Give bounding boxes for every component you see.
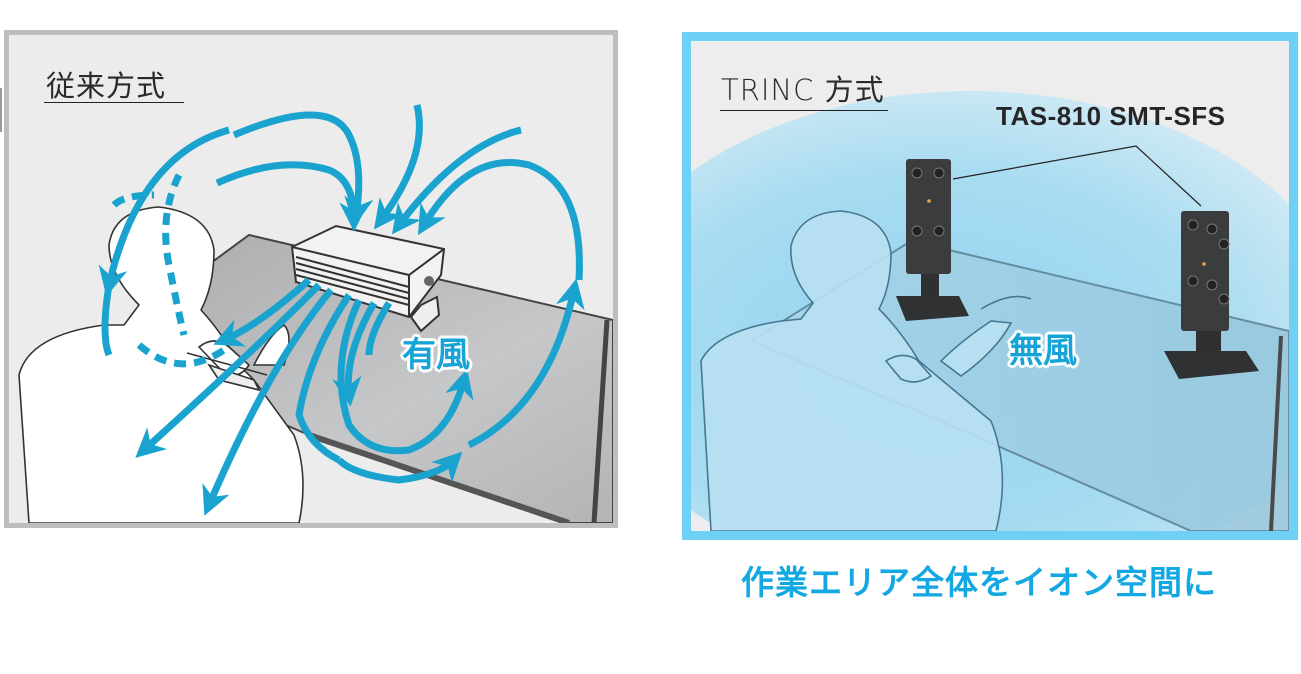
conventional-illustration xyxy=(18,104,613,523)
trinc-illustration xyxy=(691,41,1289,531)
conventional-heading: 従来方式 xyxy=(46,69,167,103)
trinc-heading: TRINC 方式 xyxy=(721,73,885,107)
product-model-callout: TAS-810 SMT-SFS xyxy=(996,101,1226,131)
windless-label: 無風 xyxy=(1009,331,1077,371)
left-edge-mark xyxy=(0,88,2,132)
heading-underline xyxy=(44,102,184,103)
heading-underline xyxy=(720,110,888,111)
windy-label: 有風 xyxy=(402,335,470,375)
worker-figure xyxy=(18,206,304,523)
trinc-method-panel: TRINC 方式 TAS-810 SMT-SFS 無風 xyxy=(682,32,1298,540)
conventional-method-panel: 従来方式 有風 xyxy=(4,30,618,528)
ion-space-caption: 作業エリア全体をイオン空間に xyxy=(741,563,1217,602)
windless-ionizer-right xyxy=(1164,211,1259,379)
airflow-arrows xyxy=(98,104,585,516)
fan-ionizer-device xyxy=(290,224,446,333)
callout-leader-lines xyxy=(952,145,1202,207)
worker-figure xyxy=(700,210,1032,531)
windless-ionizer-left xyxy=(896,159,969,321)
